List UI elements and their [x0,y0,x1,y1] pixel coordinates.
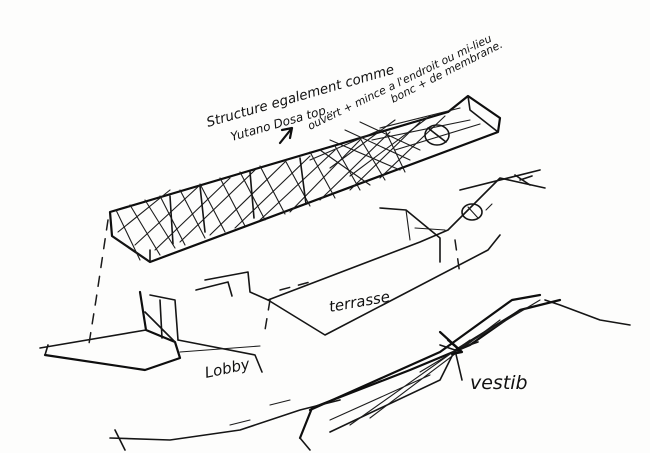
lobby-base [39,290,263,373]
roof-structure [108,94,502,264]
label-lobby: Lobby [203,355,252,382]
label-vestibule: vestib [470,372,528,394]
vestibule-ramp [109,293,631,451]
projection-lines [87,219,461,351]
terrace-volume [195,169,546,336]
annotation-arrows [278,126,464,356]
label-terrasse: terrasse [328,288,392,316]
